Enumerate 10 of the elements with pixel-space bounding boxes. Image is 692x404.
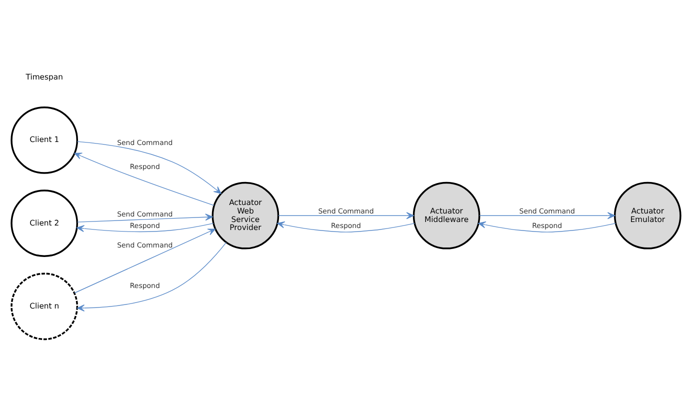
arrow xyxy=(479,212,616,220)
arrow xyxy=(74,228,216,294)
arrow xyxy=(76,141,222,194)
arrow xyxy=(74,152,214,206)
arrow xyxy=(76,223,214,232)
arrow xyxy=(277,221,415,232)
arrow xyxy=(278,212,414,220)
arrow xyxy=(76,242,227,312)
arrow xyxy=(478,221,616,232)
arrow xyxy=(77,214,213,222)
